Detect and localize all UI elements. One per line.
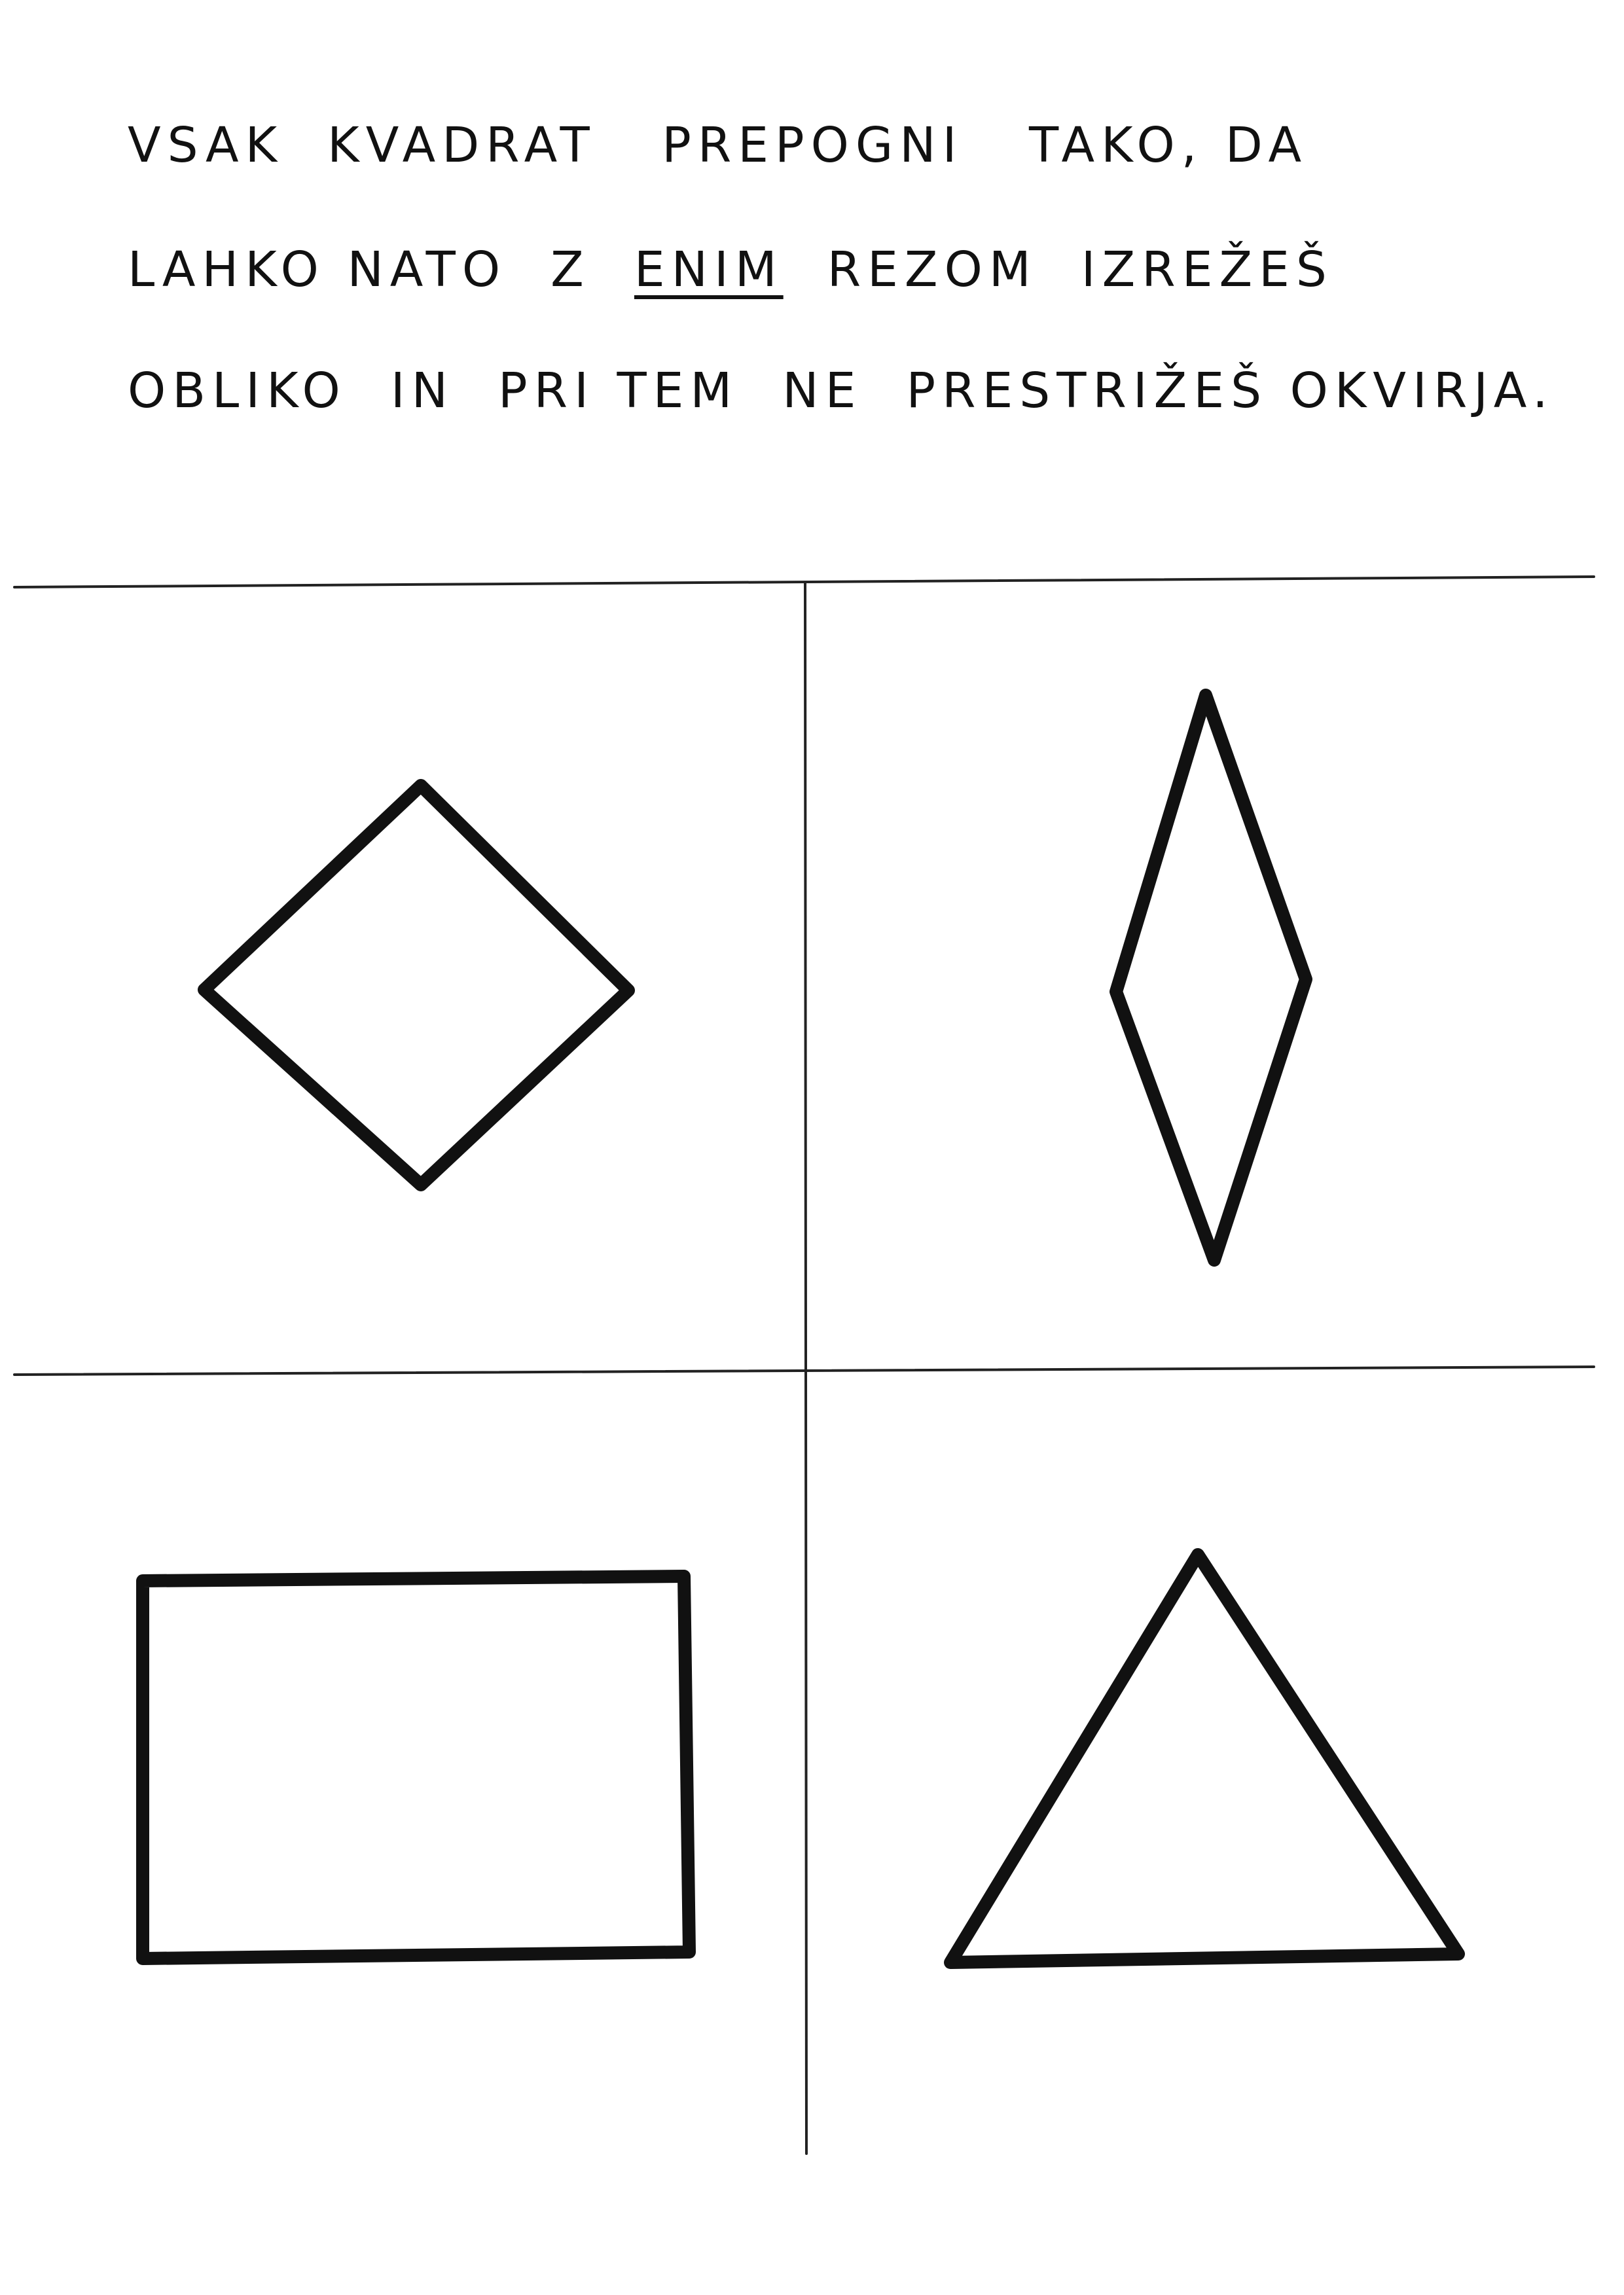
triangle-shape	[944, 1548, 1465, 1969]
rhombus-shape	[1110, 689, 1312, 1267]
grid-vertical-line	[804, 581, 808, 2155]
instruction-line-2: LAHKO NATO Z ENIM REZOM IZREŽEŠ	[128, 245, 1333, 294]
instruction-line-2-start: LAHKO NATO Z	[128, 242, 634, 298]
instruction-line-1: VSAK KVADRAT PREPOGNI TAKO, DA	[128, 117, 1308, 173]
instruction-line-3: OBLIKO IN PRI TEM NE PRESTRIŽEŠ OKVIRJA.	[128, 363, 1555, 419]
instruction-line-2-end: REZOM IZREŽEŠ	[783, 242, 1333, 298]
diamond-shape	[198, 779, 635, 1191]
grid-middle-line	[13, 1365, 1595, 1376]
instruction-emphasis-word: ENIM	[634, 242, 784, 298]
rectangle-shape	[136, 1570, 696, 1965]
